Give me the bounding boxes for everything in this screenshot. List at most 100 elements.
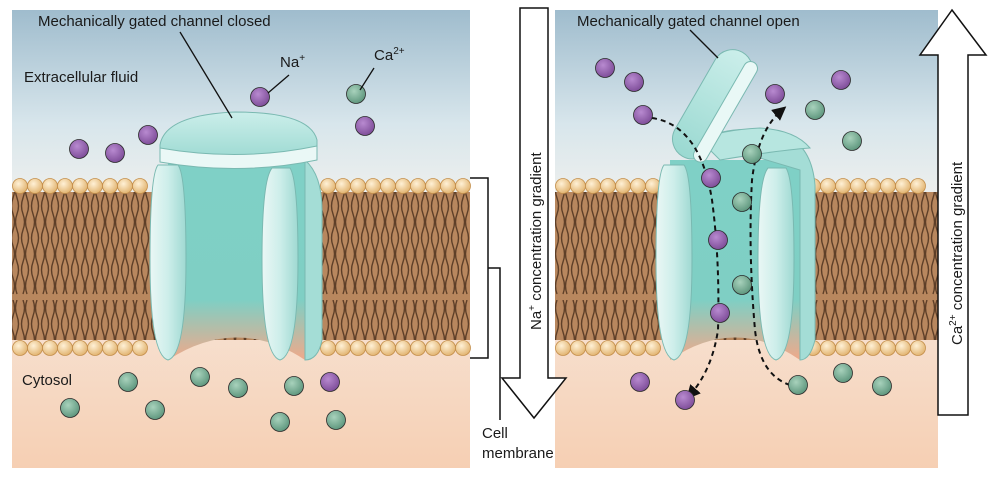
phospholipid-head [395, 340, 411, 356]
calcium-ion [60, 398, 80, 418]
phospholipid-head [27, 178, 43, 194]
sodium-ion [105, 143, 125, 163]
leader-lines [179, 29, 719, 119]
phospholipid-head [395, 178, 411, 194]
phospholipid-head [850, 178, 866, 194]
sodium-ion [595, 58, 615, 78]
calcium-ion [284, 376, 304, 396]
phospholipid-head [72, 340, 88, 356]
sodium-ion [320, 372, 340, 392]
ca-gradient-base: Ca [949, 325, 966, 345]
calcium-ion [742, 144, 762, 164]
sodium-label-sup: + [299, 53, 305, 64]
calcium-label-base: Ca [374, 47, 394, 64]
phospholipid-head [87, 340, 103, 356]
phospholipid-head [117, 340, 133, 356]
calcium-ion [788, 375, 808, 395]
phospholipid-head [27, 340, 43, 356]
calcium-ion [118, 372, 138, 392]
calcium-label-sup: 2+ [393, 46, 405, 57]
phospholipid-head [365, 340, 381, 356]
phospholipid-head [350, 178, 366, 194]
phospholipid-head [600, 178, 616, 194]
calcium-ion [805, 100, 825, 120]
sodium-ion [250, 87, 270, 107]
phospholipid-head [820, 340, 836, 356]
phospholipid-head [12, 178, 28, 194]
phospholipid-head [895, 340, 911, 356]
ca-gradient-arrow [918, 8, 988, 416]
calcium-ion [228, 378, 248, 398]
phospholipid-head [335, 340, 351, 356]
phospholipid-head [615, 340, 631, 356]
phospholipid-head [320, 340, 336, 356]
sodium-ion [355, 116, 375, 136]
phospholipid-head [350, 340, 366, 356]
right-channel-open [655, 49, 816, 361]
sodium-flow-arrow [651, 117, 720, 400]
sodium-ion [138, 125, 158, 145]
phospholipid-head [365, 178, 381, 194]
phospholipid-head [380, 178, 396, 194]
phospholipid-head [880, 340, 896, 356]
sodium-ion [710, 303, 730, 323]
sodium-ion [708, 230, 728, 250]
calcium-ion [732, 192, 752, 212]
left-channel-closed [149, 111, 323, 361]
phospholipid-head [570, 178, 586, 194]
phospholipid-head [57, 340, 73, 356]
calcium-label: Ca2+ [374, 46, 405, 64]
sodium-ion [765, 84, 785, 104]
phospholipid-head [865, 340, 881, 356]
phospholipid-head [895, 178, 911, 194]
phospholipid-head [585, 340, 601, 356]
calcium-ion [190, 367, 210, 387]
phospholipid-head [57, 178, 73, 194]
calcium-ion [270, 412, 290, 432]
phospholipid-head [87, 178, 103, 194]
phospholipid-head [132, 178, 148, 194]
phospholipid-head [42, 340, 58, 356]
calcium-ion [732, 275, 752, 295]
ca-gradient-rest: concentration gradient [949, 161, 966, 314]
cell-membrane-label-line2: membrane [482, 445, 554, 462]
sodium-label: Na+ [280, 53, 305, 71]
phospholipid-head [600, 340, 616, 356]
phospholipid-head [320, 178, 336, 194]
calcium-ion [145, 400, 165, 420]
phospholipid-head [440, 178, 456, 194]
calcium-ion [346, 84, 366, 104]
cell-membrane-label-line1: Cell [482, 425, 508, 442]
phospholipid-head [440, 340, 456, 356]
sodium-ion [831, 70, 851, 90]
phospholipid-head [380, 340, 396, 356]
phospholipid-head [117, 178, 133, 194]
phospholipid-head [645, 340, 661, 356]
sodium-ion [633, 105, 653, 125]
phospholipid-head [12, 340, 28, 356]
phospholipid-head [410, 178, 426, 194]
phospholipid-head [425, 178, 441, 194]
calcium-flow-arrow [749, 106, 791, 386]
phospholipid-head [910, 340, 926, 356]
phospholipid-head [555, 178, 571, 194]
phospholipid-head [615, 178, 631, 194]
phospholipid-head [102, 340, 118, 356]
left-panel-title: Mechanically gated channel closed [38, 13, 271, 30]
na-gradient-label: Na+ concentration gradient [527, 152, 545, 330]
phospholipid-head [555, 340, 571, 356]
na-gradient-arrow [500, 7, 568, 420]
na-gradient-base: Na [528, 310, 545, 330]
phospholipid-head [455, 178, 471, 194]
phospholipid-head [425, 340, 441, 356]
phospholipid-head [455, 340, 471, 356]
phospholipid-head [850, 340, 866, 356]
phospholipid-head [102, 178, 118, 194]
phospholipid-head [835, 178, 851, 194]
phospholipid-head [42, 178, 58, 194]
phospholipid-head [630, 178, 646, 194]
phospholipid-head [72, 178, 88, 194]
extracellular-label: Extracellular fluid [24, 69, 138, 86]
